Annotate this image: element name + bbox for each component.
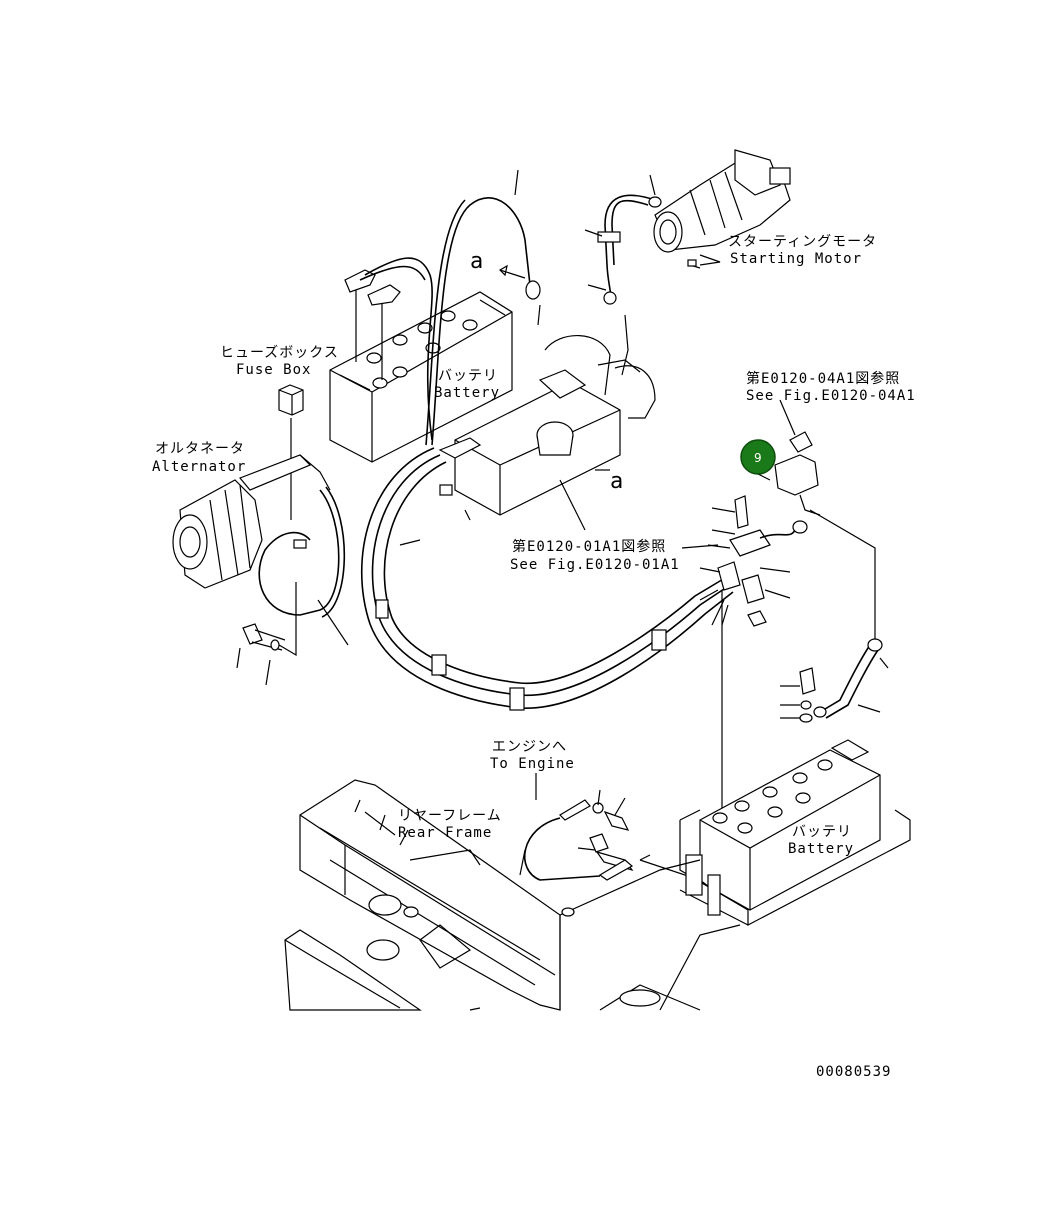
top-battery-cable: [364, 257, 433, 441]
disconnect-switch-drawing: [749, 431, 876, 640]
drawing-number: 00080539: [816, 1064, 891, 1080]
ground-strap: [819, 644, 871, 713]
label-alternator-jp: オルタネータ: [155, 441, 245, 457]
label-fuse-box-jp: ヒューズボックス: [220, 345, 339, 361]
label-ref-04-en: See Fig.E0120-04A1: [746, 388, 916, 404]
label-ref-01-jp: 第E0120-01A1図参照: [512, 538, 666, 555]
label-battery-top-jp: バッテリ: [438, 368, 498, 384]
alternator-cable: [258, 489, 340, 616]
starter-cable: [604, 194, 656, 301]
connector-cluster: [681, 495, 808, 810]
alternator-drawing: [172, 454, 331, 589]
label-mark-a-2: a: [610, 469, 623, 494]
arched-cable: [431, 197, 531, 446]
label-rear-frame-jp: リヤーフレーム: [398, 808, 502, 824]
label-battery-top-en: Battery: [434, 385, 500, 401]
label-to-engine-jp: エンジンへ: [492, 739, 567, 755]
label-alternator-en: Alternator: [152, 459, 246, 475]
label-to-engine-en: To Engine: [490, 756, 575, 772]
part-callout-marker[interactable]: [740, 439, 776, 475]
label-fuse-box-en: Fuse Box: [236, 362, 311, 378]
label-ref-04-jp: 第E0120-04A1図参照: [746, 370, 900, 387]
relay-box-drawing: [438, 335, 656, 521]
label-battery-bottom-en: Battery: [788, 841, 854, 857]
label-ref-01-en: See Fig.E0120-01A1: [510, 557, 680, 573]
main-harness: [371, 454, 731, 696]
fuse-box-drawing: [278, 384, 304, 520]
part-callout-number: 9: [754, 451, 762, 465]
label-rear-frame-en: Rear Frame: [398, 825, 492, 841]
rear-frame-drawing: [284, 779, 741, 1011]
battery-bottom-drawing: [699, 739, 881, 911]
label-mark-a-1: a: [470, 249, 483, 274]
label-starting-motor-jp: スターティングモータ: [728, 234, 877, 250]
starting-motor-drawing: [653, 149, 791, 269]
label-starting-motor-en: Starting Motor: [730, 251, 862, 267]
label-battery-bottom-jp: バッテリ: [792, 824, 852, 840]
